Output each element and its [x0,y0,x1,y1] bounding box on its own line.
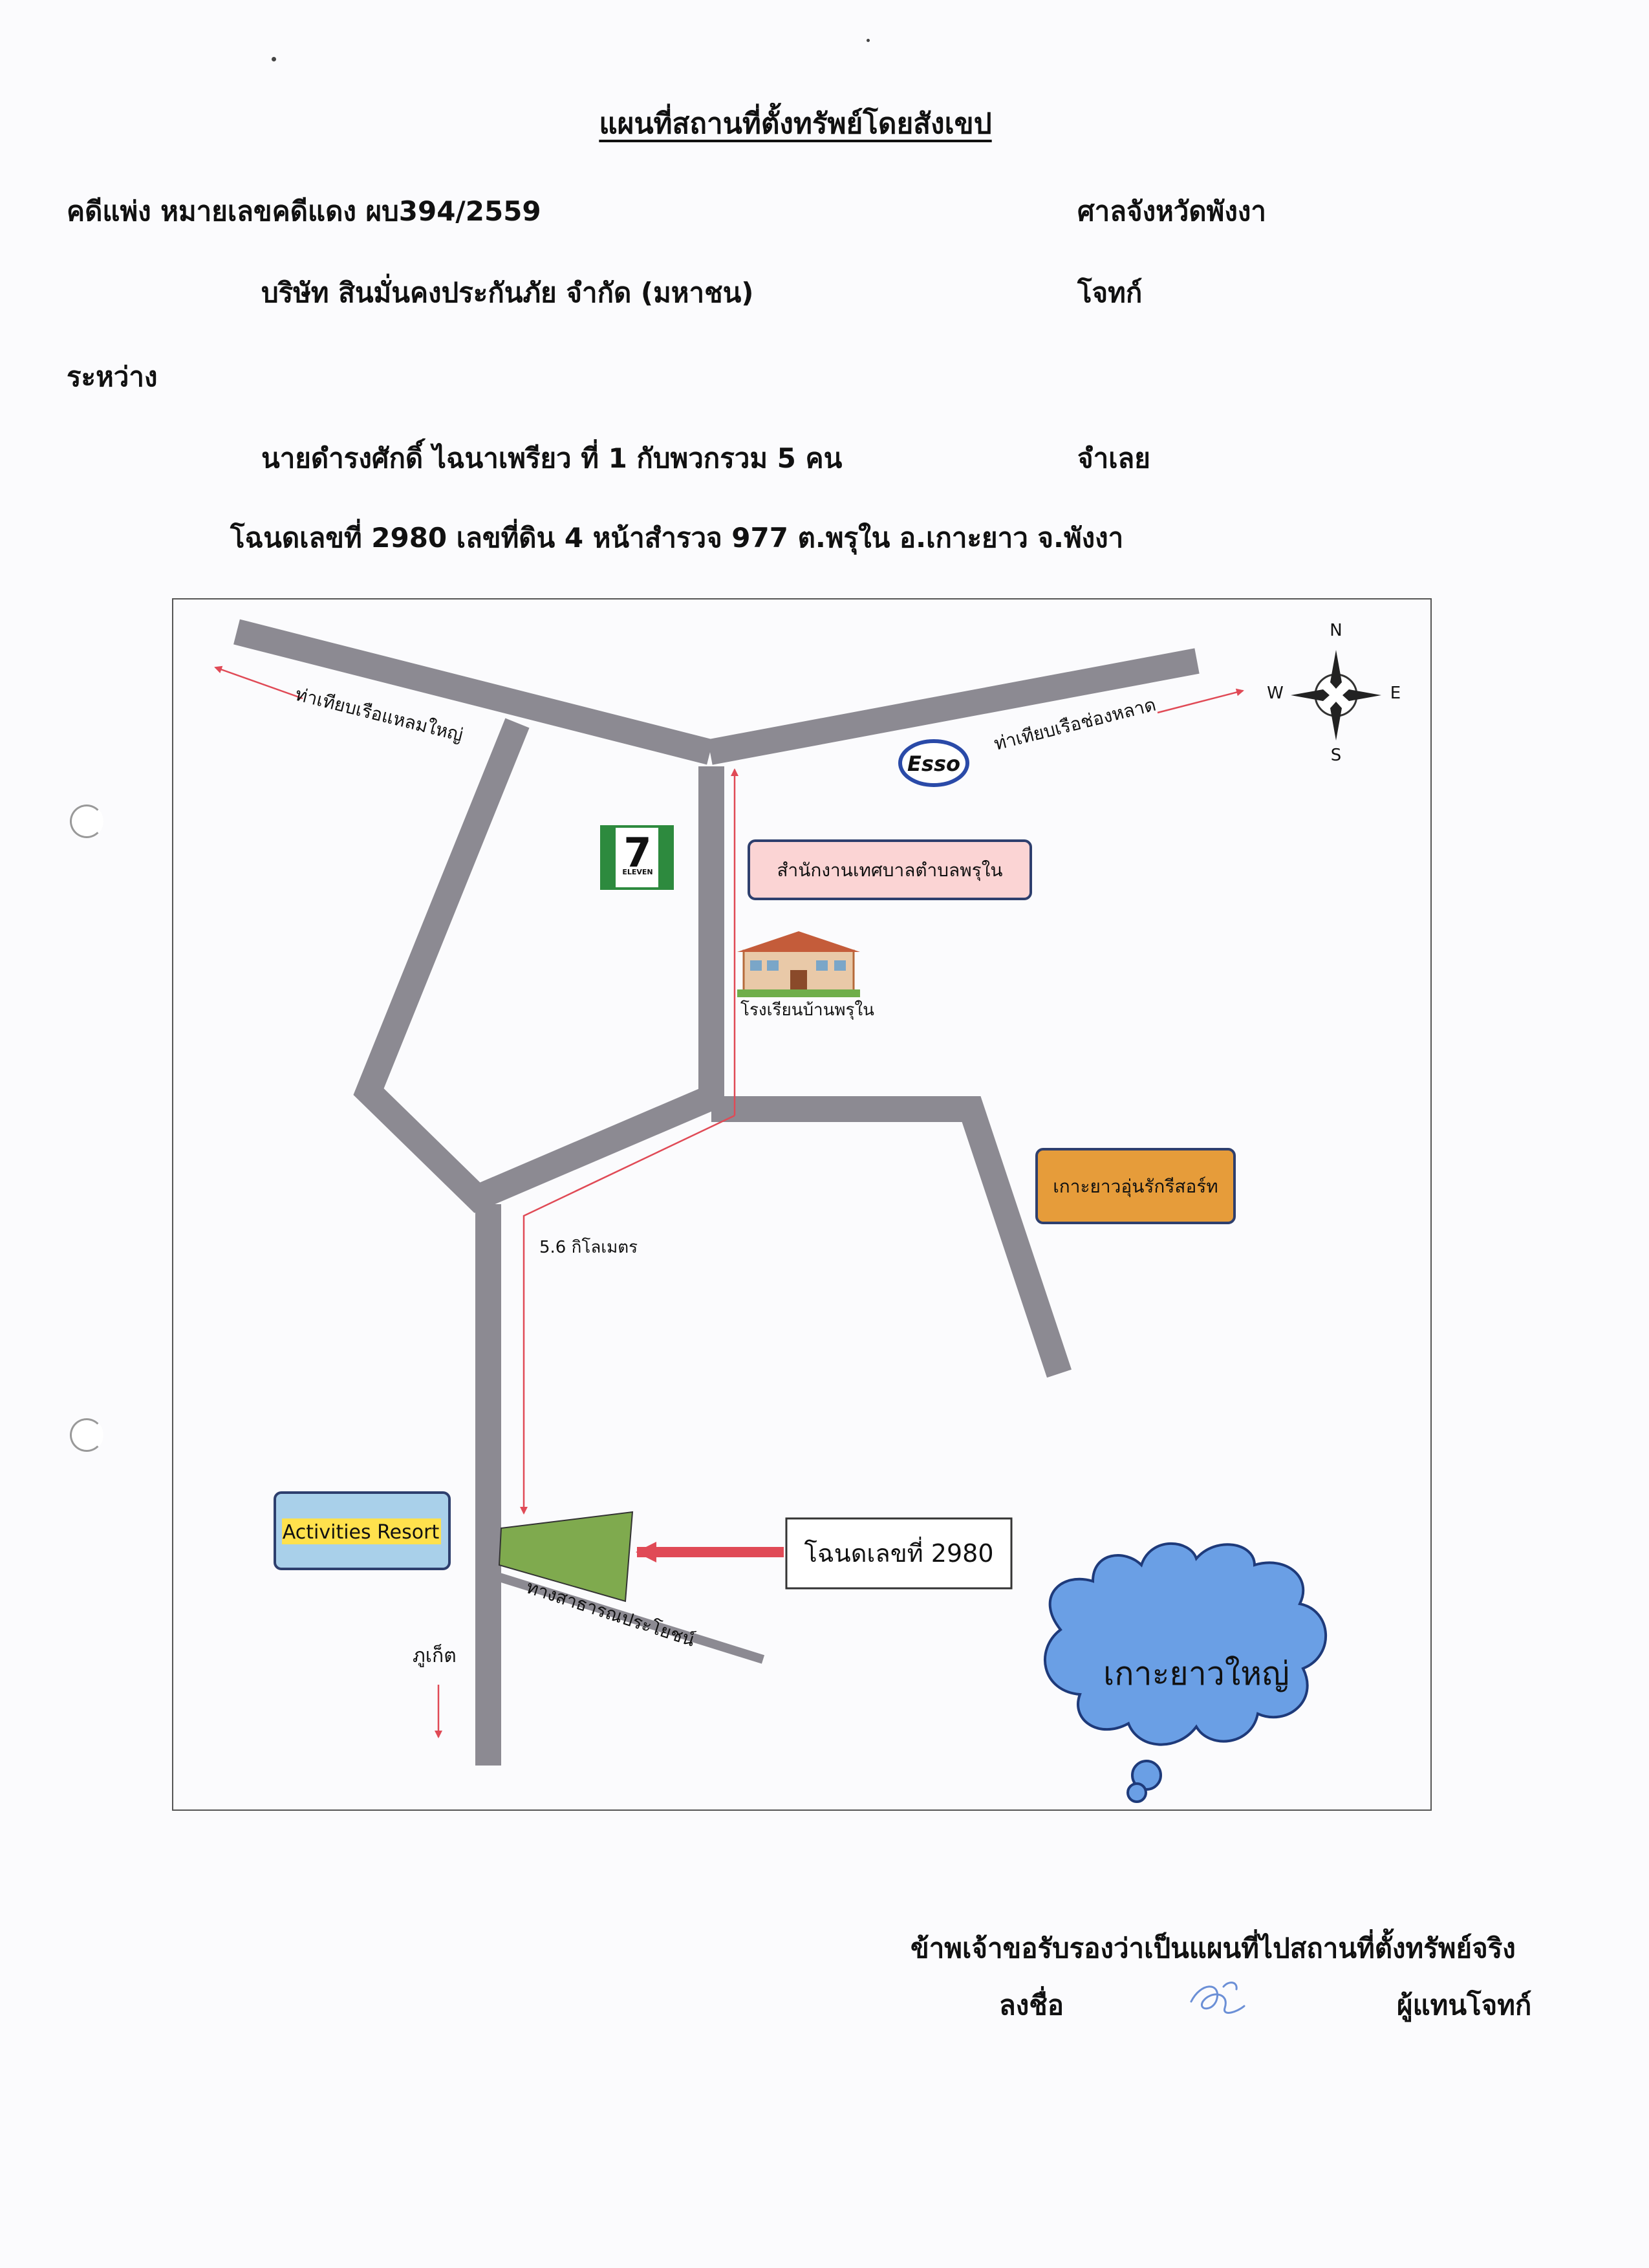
activities-resort-label: Activities Resort [283,1521,440,1544]
signature [1190,1982,1245,2014]
route-to-plot [520,1114,735,1515]
koh-yao-resort-box [1035,1148,1236,1224]
road-west-loop [353,718,717,1213]
defendant-role: จำเลย [1077,442,1150,474]
esso-label: Esso [907,751,960,776]
road-east [711,1096,1072,1378]
case-number: คดีแพ่ง หมายเลขคดีแดง ผบ394/2559 [67,195,541,227]
esso-logo: Esso [898,739,969,787]
activities-resort-highlight [282,1518,441,1544]
arrow-to-pier-right [1157,688,1244,714]
land-plot [498,1511,634,1603]
direction-arrows [214,665,1244,1738]
deed-number-label: โฉนดเลขที่ 2980 [804,1537,993,1568]
public-road [490,1570,765,1664]
scan-speck [272,57,276,61]
map-frame [172,598,1432,1811]
court-name: ศาลจังหวัดพังงา [1077,195,1266,227]
page-title: แผนที่สถานที่ตั้งทรัพย์โดยสังเขป [599,107,992,140]
compass-south: S [1331,746,1342,765]
plaintiff-name: บริษัท สินมั่นคงประกันภัย จำกัด (มหาชน) [261,277,754,308]
compass-north: N [1330,621,1342,640]
seven-eleven-logo: 7 ELEVEN [600,825,674,890]
distance-label: 5.6 กิโลเมตร [539,1237,638,1257]
plaintiff-role: โจทก์ [1077,277,1143,308]
deed-details: โฉนดเลขที่ 2980 เลขที่ดิน 4 หน้าสำรวจ 97… [230,522,1124,554]
signer-role: ผู้แทนโจทก์ [1397,1989,1532,2021]
between-label: ระหว่าง [67,361,158,393]
certification-text: ข้าพเจ้าขอรับรองว่าเป็นแผนที่ไปสถานที่ตั… [911,1932,1516,1964]
municipal-office-box [748,839,1032,900]
deed-number-box [785,1517,1013,1590]
road-top-right [707,648,1200,765]
scan-speck [867,39,870,42]
punch-hole [70,1418,103,1452]
sign-label: ลงชื่อ [999,1989,1064,2021]
arrow-to-pier-left [214,665,303,700]
compass-east: E [1390,684,1401,703]
road-network [233,619,1200,1766]
defendant-name: นายดำรงศักดิ์ ไฉนาเพรียว ที่ 1 กับพวกรวม… [261,442,843,474]
phuket-label: ภูเก็ต [413,1643,457,1667]
school-icon [737,931,860,997]
koh-yao-resort-label: เกาะยาวอุ่นรักรีสอร์ท [1053,1176,1218,1198]
punch-hole [70,805,103,838]
island-label: เกาะยาวใหญ่ [1103,1655,1289,1692]
seven-eleven-sub: ELEVEN [622,868,652,876]
school-label: โรงเรียนบ้านพรุใน [740,1000,874,1020]
seven-eleven-number: 7 [623,829,651,876]
island-cloud [1044,1542,1327,1803]
compass-icon: N S E W [1267,621,1401,765]
road-top-left [233,619,713,765]
municipal-office-label: สำนักงานเทศบาลตำบลพรุใน [777,859,1002,881]
compass-west: W [1267,684,1284,703]
